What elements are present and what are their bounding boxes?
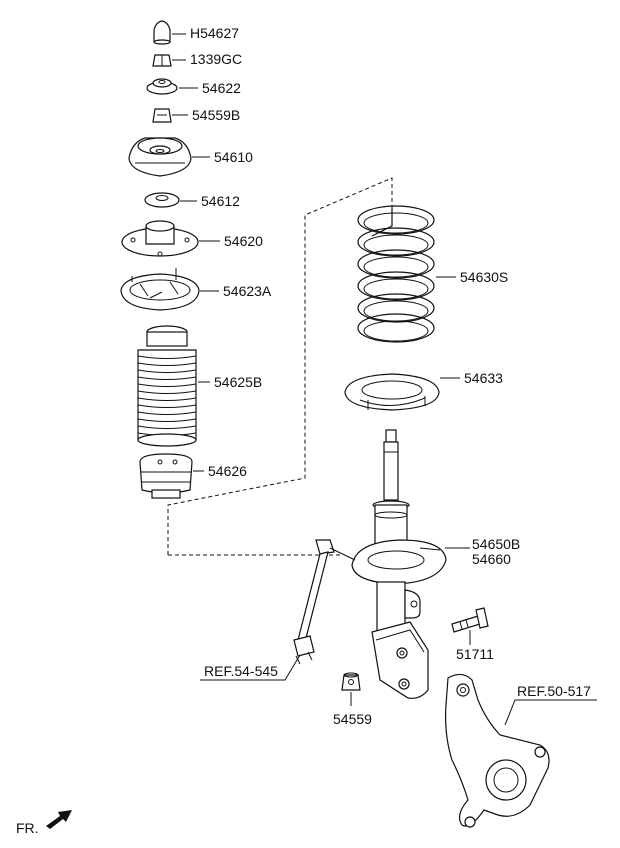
cap-part xyxy=(153,20,171,45)
label-54610: 54610 xyxy=(214,149,253,165)
label-54559: 54559 xyxy=(333,711,372,727)
upper-spring-seat-part xyxy=(120,268,200,311)
leader-ref-54-545 xyxy=(200,654,301,681)
knuckle-nut-part xyxy=(341,672,361,691)
lower-spring-pad-part xyxy=(344,373,440,411)
direction-label: FR. xyxy=(16,820,39,836)
spacer-part xyxy=(144,192,180,208)
washer-part xyxy=(146,78,178,95)
steering-knuckle-part xyxy=(445,673,550,828)
label-54559b: 54559B xyxy=(192,107,240,123)
front-arrow-icon xyxy=(46,810,72,829)
bump-stopper-part xyxy=(139,453,193,499)
label-54626: 54626 xyxy=(208,463,247,479)
label-51711: 51711 xyxy=(456,646,494,662)
label-54630s: 54630S xyxy=(460,269,508,285)
label-54660: 54660 xyxy=(472,551,511,567)
label-54620: 54620 xyxy=(224,233,263,249)
label-54650b: 54650B xyxy=(472,536,520,552)
strut-assembly-part xyxy=(351,429,447,699)
insulator-plate-part xyxy=(121,220,199,257)
strut-mount-part xyxy=(128,137,192,177)
nut-part xyxy=(152,54,172,67)
label-54622: 54622 xyxy=(202,80,241,96)
label-54612: 54612 xyxy=(201,193,240,209)
label-1339gc: 1339GC xyxy=(190,51,242,67)
ref-label-50-517: REF.50-517 xyxy=(517,683,591,699)
dust-boot-part xyxy=(137,325,197,447)
label-h54627: H54627 xyxy=(190,25,239,41)
bolt-part xyxy=(451,607,489,633)
label-54623a: 54623A xyxy=(223,283,272,299)
coil-spring-part xyxy=(357,205,435,343)
ref-label-54-545: REF.54-545 xyxy=(204,663,278,679)
lock-nut-part xyxy=(152,108,172,123)
leader-ref-50-517 xyxy=(504,699,597,726)
stabilizer-link-part xyxy=(293,539,356,665)
label-54633: 54633 xyxy=(464,370,503,386)
label-54625b: 54625B xyxy=(214,374,262,390)
assembly-dashed-outline xyxy=(167,177,393,556)
